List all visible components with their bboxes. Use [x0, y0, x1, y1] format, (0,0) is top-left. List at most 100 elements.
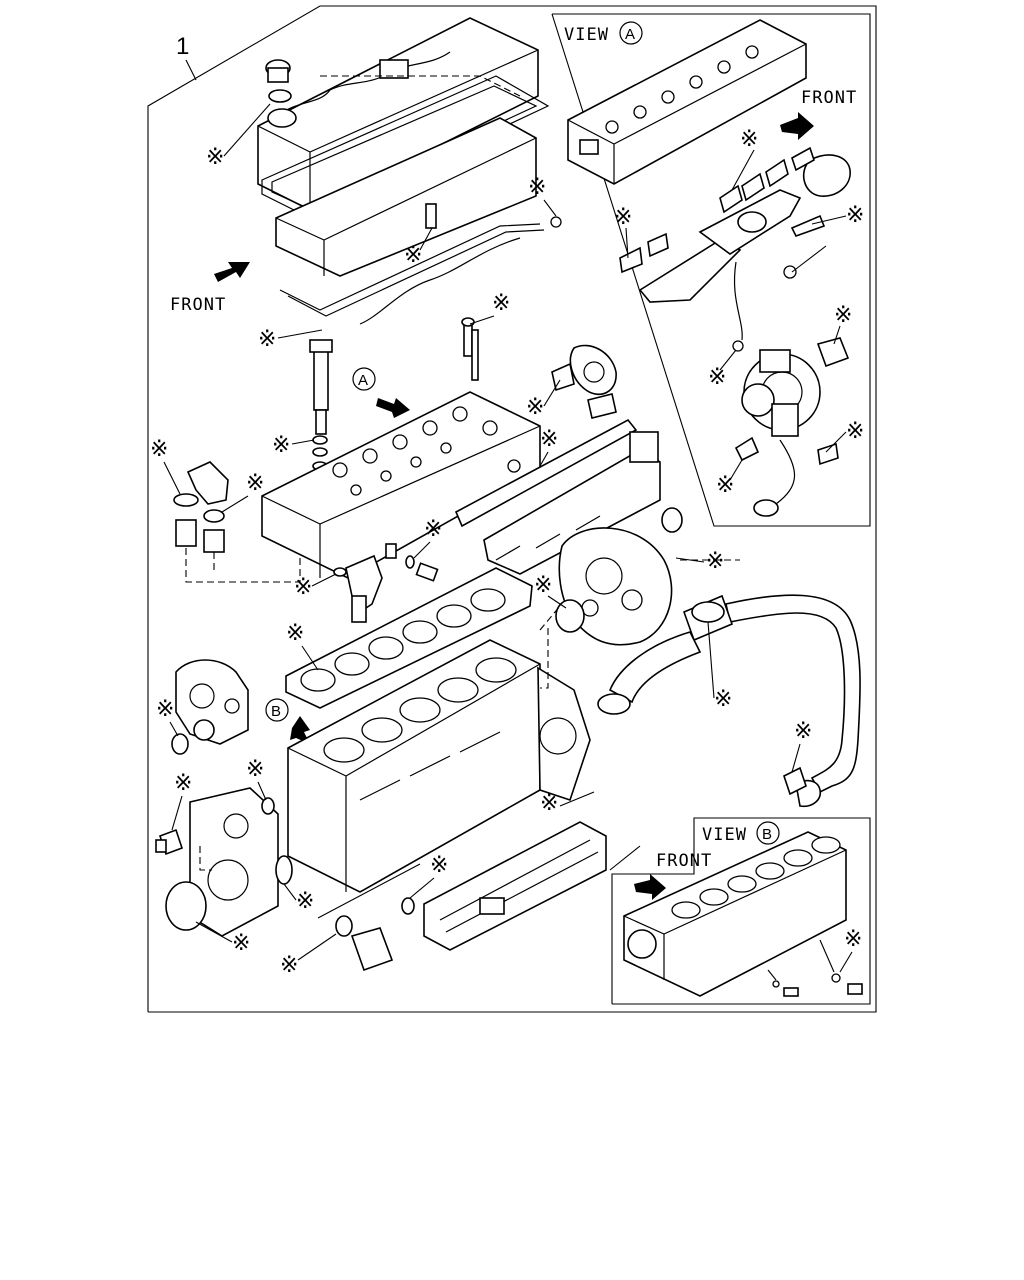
asterisk-timing-case-seal: ※	[534, 573, 552, 598]
view-b-plugs	[767, 939, 863, 997]
asterisk-water-inlet-oring: ※	[280, 953, 298, 978]
temperature-sensor	[385, 543, 439, 582]
view-b-title: VIEW	[702, 825, 747, 845]
asterisk-head-gasket: ※	[286, 621, 304, 646]
injector-clamp-bolts	[461, 317, 479, 381]
fuel-injector	[309, 339, 333, 471]
callout-a-letter: A	[358, 372, 368, 389]
intake-manifold	[483, 431, 683, 575]
view-b-link-leader	[609, 845, 641, 871]
view-b-letter: B	[762, 826, 772, 843]
view-a-asterisk-4: ※	[834, 303, 852, 328]
front-cover	[155, 787, 293, 937]
asterisk-front-cover-oring: ※	[246, 757, 264, 782]
egr-gasket-2	[587, 393, 617, 419]
view-a-exhaust-manifold	[638, 154, 851, 303]
view-b-frame	[611, 817, 871, 1005]
callout-a-arrow-icon	[376, 398, 410, 418]
view-a-asterisk-5: ※	[708, 365, 726, 390]
oil-cap-seal	[268, 89, 292, 103]
main-front-label: FRONT	[170, 295, 226, 315]
egr-pipe	[597, 594, 861, 808]
leak-off-pipe	[279, 216, 562, 325]
asterisk-front-plate-oring: ※	[156, 697, 174, 722]
view-a-asterisk-1: ※	[740, 127, 758, 152]
view-a-inset: VIEW A FRONT	[551, 13, 871, 527]
thermostat-gasket	[173, 493, 199, 507]
asterisk-rocker-gasket: ※	[404, 243, 422, 268]
oil-cooler	[401, 821, 607, 951]
view-a-letter-circle	[619, 21, 643, 45]
oil-pump-gear	[193, 719, 215, 741]
egr-pipe-gasket	[783, 766, 807, 796]
asterisk-egr-pipe-gaskets: ※	[714, 687, 732, 712]
view-a-letter: A	[625, 26, 635, 43]
main-asterisk-callouts: ※ ※ ※ ※ ※ ※ ※ ※ ※ ※ ※ ※ ※ ※ ※ ※ ※	[150, 103, 812, 978]
asterisk-injector-seals: ※	[272, 433, 290, 458]
asterisk-block-plug: ※	[540, 791, 558, 816]
main-front-arrow-icon	[214, 262, 250, 282]
asterisk-timing-case-bolt: ※	[706, 549, 724, 574]
front-plate	[171, 659, 249, 755]
cylinder-block	[287, 639, 591, 893]
view-a-gaskets	[619, 146, 826, 274]
callout-b-letter: B	[271, 703, 281, 720]
asterisk-injector-seal-top: ※	[258, 327, 276, 352]
view-a-oil-return	[734, 436, 839, 517]
rocker-housing	[275, 117, 537, 277]
water-outlet-pipe	[333, 554, 383, 623]
view-a-asterisk-3: ※	[846, 203, 864, 228]
front-crank-seal	[165, 881, 207, 931]
asterisk-water-pipe-oring: ※	[294, 575, 312, 600]
oil-cooler-leader	[317, 863, 421, 919]
asterisk-front-cover-bolt: ※	[174, 771, 192, 796]
item-number-leader	[185, 59, 197, 81]
oil-cooler-oring	[401, 897, 415, 915]
item-number: 1	[176, 33, 189, 60]
callout-a-circle	[352, 367, 376, 391]
front-plate-oring	[171, 733, 189, 755]
asterisk-front-cover-gasket: ※	[296, 889, 314, 914]
view-a-frame	[551, 13, 871, 527]
view-b-front-arrow-icon	[634, 874, 666, 900]
view-b-front-label: FRONT	[656, 851, 712, 871]
assembly-guide-lines	[185, 75, 740, 871]
timing-case-seal	[555, 599, 585, 633]
view-a-front-label: FRONT	[801, 88, 857, 108]
asterisk-leakoff-nut: ※	[528, 175, 546, 200]
intake-manifold-gasket	[454, 418, 638, 528]
kit-outline	[147, 5, 877, 1013]
asterisk-oil-cooler-oring: ※	[430, 853, 448, 878]
asterisk-clamp-bolt: ※	[492, 291, 510, 316]
egr-cooler-bracket	[551, 344, 617, 419]
view-a-asterisk-2: ※	[614, 205, 632, 230]
view-b-inset: VIEW B FRONT ※	[611, 817, 871, 1005]
asterisk-head-cover: ※	[206, 145, 224, 170]
view-b-cylinder-block	[623, 831, 847, 997]
thermostat	[175, 519, 197, 547]
view-a-asterisk-6: ※	[846, 419, 864, 444]
cylinder-head-cover	[257, 17, 539, 211]
callout-b-circle	[265, 698, 289, 722]
view-a-turbocharger	[732, 261, 850, 437]
thermostat-housing	[173, 461, 229, 553]
asterisk-thermostat-gasket: ※	[150, 437, 168, 462]
asterisk-thermostat-seal: ※	[246, 471, 264, 496]
view-a-title: VIEW	[564, 25, 609, 45]
view-a-cylinder-head	[567, 19, 807, 185]
cylinder-head-gasket	[285, 567, 533, 709]
view-b-letter-circle	[756, 821, 780, 845]
view-a-asterisk-callouts: ※ ※ ※ ※ ※ ※ ※	[614, 127, 864, 498]
water-inlet-pipe	[335, 915, 394, 972]
view-b-asterisk: ※	[844, 927, 862, 952]
asterisk-sensor-washer: ※	[424, 517, 442, 542]
callout-b-arrow-icon	[290, 716, 310, 744]
timing-gear-case	[555, 527, 673, 646]
view-a-front-arrow-icon	[780, 112, 814, 140]
asterisk-crank-seal: ※	[232, 931, 250, 956]
asterisk-egr-outlet-gasket: ※	[794, 719, 812, 744]
asterisk-intake-gasket: ※	[540, 427, 558, 452]
egr-gasket-1	[551, 362, 575, 392]
asterisk-egr-gaskets: ※	[526, 395, 544, 420]
